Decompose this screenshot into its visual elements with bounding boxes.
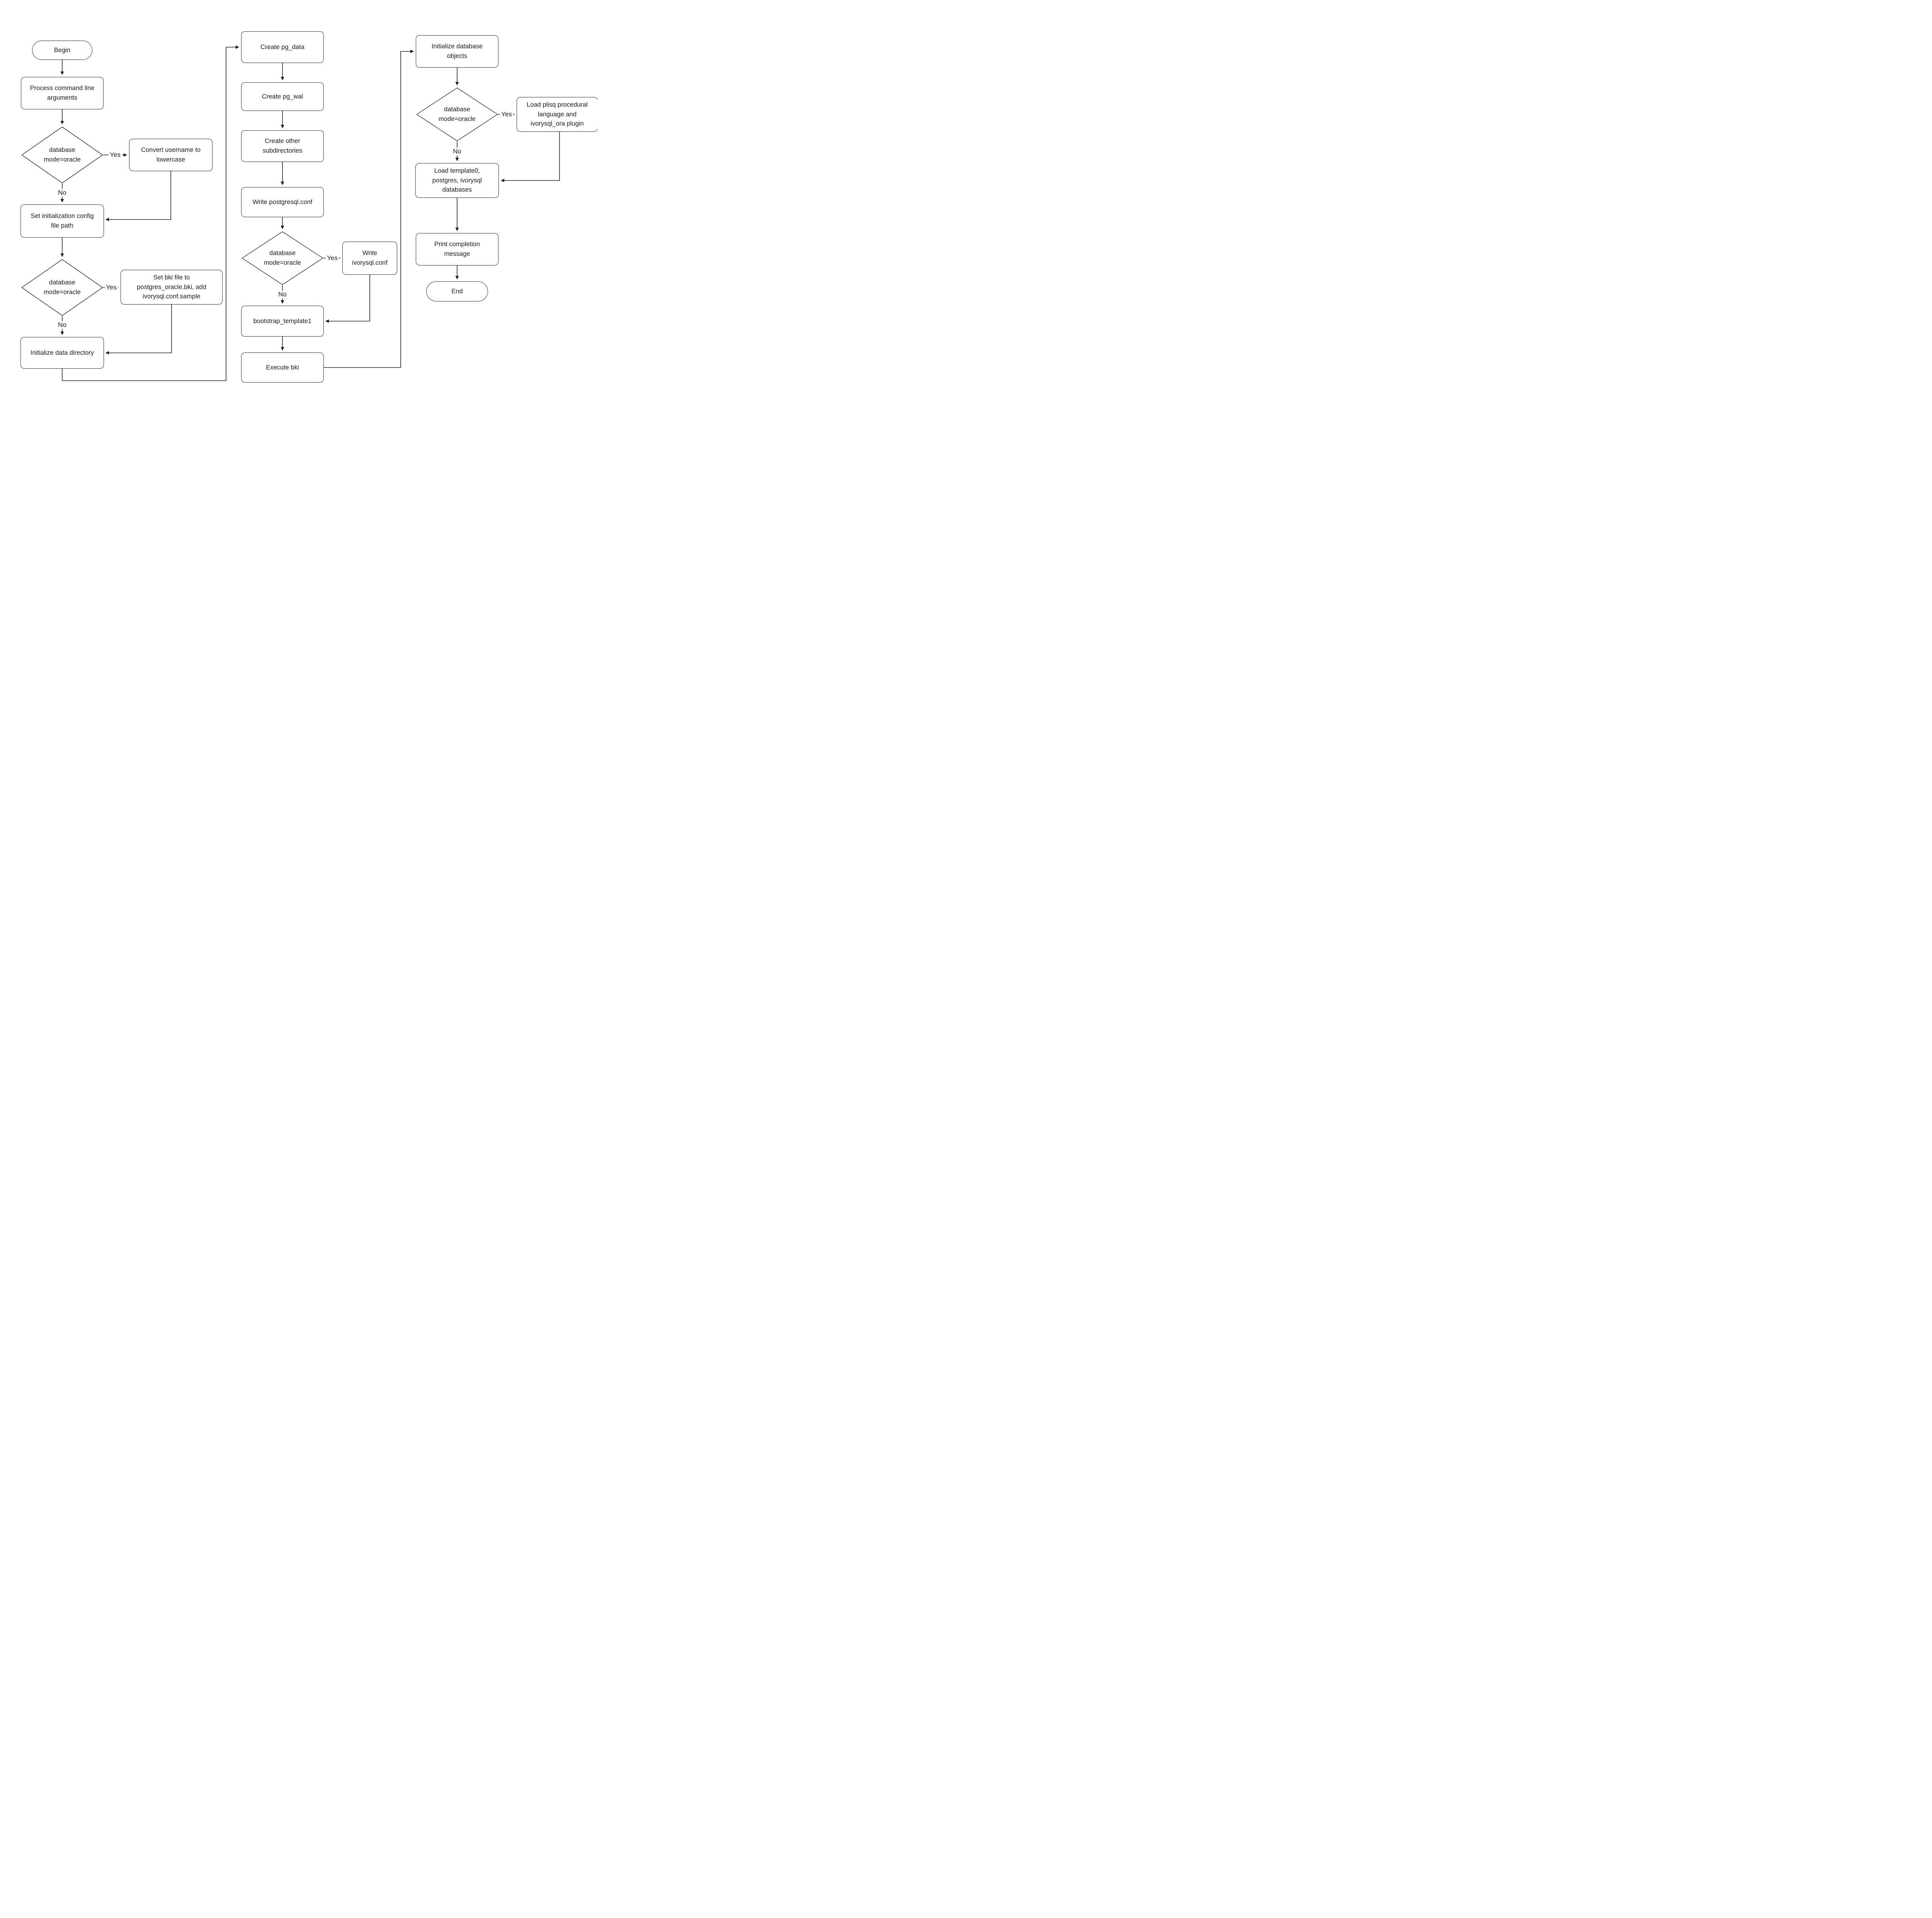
node-create-pg-wal: Create pg_wal	[241, 82, 324, 111]
node-decision-db-mode-4: database mode=oracle	[416, 87, 498, 141]
node-create-pg-data-label: Create pg_data	[260, 43, 304, 51]
node-begin: Begin	[32, 41, 92, 60]
node-init-db-objects-label: Initialize database objects	[431, 43, 483, 60]
edge-convert-to-setinit	[105, 171, 171, 221]
diamond-shape	[21, 259, 103, 316]
node-print-completion: Print completion message	[416, 233, 498, 265]
node-decision-db-mode-2: database mode=oracle	[21, 259, 103, 316]
node-set-init-config-label: Set initialization config file path	[31, 213, 94, 229]
node-load-plugin-label: Load plisq procedural language and ivory…	[527, 101, 588, 128]
diamond-shape	[416, 87, 498, 141]
node-decision-db-mode-4-label: database mode=oracle	[439, 106, 476, 123]
edge-label-no-decision3: No	[277, 290, 288, 299]
edge-plugin-to-loadtmpl	[501, 132, 560, 182]
node-load-databases: Load template0, postgres, ivorysql datab…	[415, 163, 499, 198]
connectors-svg	[60, 45, 560, 381]
edge-label-no-decision1: No	[57, 189, 68, 197]
node-write-postgresql-conf-label: Write postgresql.conf	[252, 198, 313, 206]
edge-setbki-to-initdd	[105, 305, 172, 355]
edge-label-yes-decision1: Yes	[109, 151, 122, 159]
node-init-db-objects: Initialize database objects	[416, 35, 498, 68]
edge-ivconf-to-bootstrap	[325, 275, 370, 323]
node-load-databases-label: Load template0, postgres, ivorysql datab…	[432, 167, 482, 194]
node-bootstrap-template1-label: bootstrap_template1	[253, 317, 312, 325]
node-print-completion-label: Print completion message	[434, 241, 480, 257]
node-set-bki-file: Set bki file to postgres_oracle.bki, add…	[121, 270, 223, 305]
node-execute-bki-label: Execute bki	[266, 364, 299, 371]
node-init-data-dir-label: Initialize data directory	[30, 349, 94, 356]
edge-label-no-decision4: No	[452, 147, 463, 156]
edge-label-no-decision2: No	[57, 321, 68, 329]
flowchart-canvas: Begin Process command line arguments dat…	[0, 0, 597, 422]
node-decision-db-mode-3: database mode=oracle	[242, 231, 323, 285]
edge-label-yes-decision3: Yes	[326, 254, 339, 262]
node-load-plugin: Load plisq procedural language and ivory…	[517, 97, 597, 132]
node-convert-username-label: Convert username to lowercase	[141, 146, 201, 163]
node-create-other-subdirs-label: Create other subdirectories	[262, 138, 303, 154]
node-process-args-label: Process command line arguments	[30, 85, 95, 101]
node-process-args: Process command line arguments	[21, 77, 104, 109]
edge-initdd-to-pgdata	[62, 45, 239, 381]
node-create-pg-wal-label: Create pg_wal	[262, 93, 303, 100]
edge-label-yes-decision2: Yes	[105, 283, 118, 292]
node-set-bki-file-label: Set bki file to postgres_oracle.bki, add…	[137, 274, 206, 300]
node-write-ivorysql-conf: Write ivorysql.conf	[342, 242, 397, 275]
node-decision-db-mode-1: database mode=oracle	[21, 126, 103, 184]
node-init-data-dir: Initialize data directory	[20, 337, 104, 369]
node-bootstrap-template1: bootstrap_template1	[241, 306, 324, 337]
node-decision-db-mode-3-label: database mode=oracle	[264, 250, 301, 266]
node-end-label: End	[451, 288, 463, 295]
node-decision-db-mode-2-label: database mode=oracle	[44, 279, 81, 296]
node-decision-db-mode-1-label: database mode=oracle	[44, 146, 81, 163]
diamond-shape	[242, 231, 323, 285]
node-end: End	[426, 281, 488, 301]
node-create-other-subdirs: Create other subdirectories	[241, 130, 324, 162]
node-create-pg-data: Create pg_data	[241, 31, 324, 63]
edge-label-yes-decision4: Yes	[500, 110, 513, 119]
node-set-init-config: Set initialization config file path	[20, 204, 104, 238]
node-write-ivorysql-conf-label: Write ivorysql.conf	[352, 250, 388, 266]
diamond-shape	[21, 126, 103, 184]
node-execute-bki: Execute bki	[241, 352, 324, 383]
edge-execbki-to-initobj	[324, 49, 414, 368]
node-write-postgresql-conf: Write postgresql.conf	[241, 187, 324, 217]
node-begin-label: Begin	[54, 46, 71, 54]
node-convert-username: Convert username to lowercase	[129, 139, 213, 171]
